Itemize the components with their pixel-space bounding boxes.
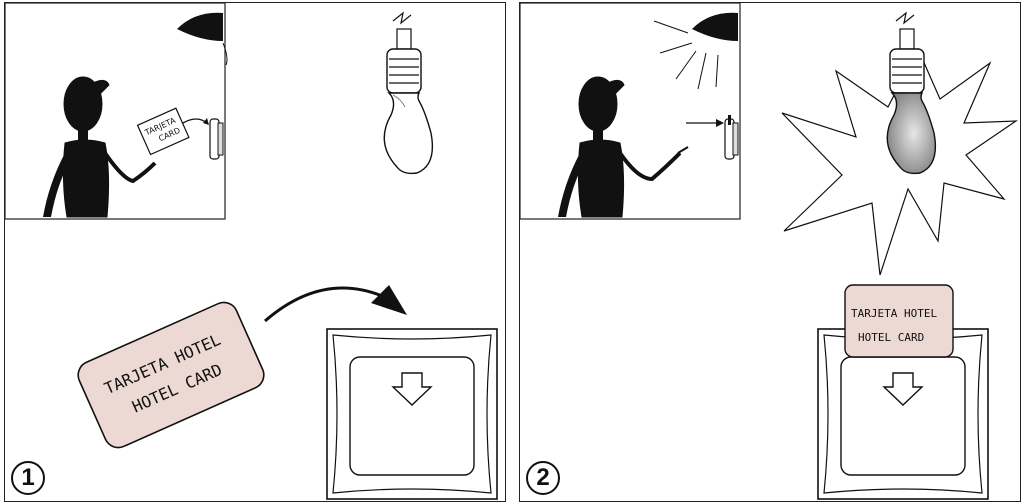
insert-curved-arrow xyxy=(264,285,407,323)
person-silhouette-icon xyxy=(558,76,689,218)
step-number-badge: 2 xyxy=(526,461,560,495)
small-curved-arrow xyxy=(182,118,208,124)
wall-lamp-icon xyxy=(177,12,228,66)
switch-side-icon xyxy=(724,115,739,160)
step-2-illustration: TARJETA HOTEL HOTEL CARD xyxy=(520,3,1019,500)
step-2-panel: TARJETA HOTEL HOTEL CARD 2 xyxy=(519,2,1021,502)
card-line2: HOTEL CARD xyxy=(858,331,924,344)
step-1-panel: TARJETA CARD TARJETA HOTEL HOTEL C xyxy=(4,2,506,502)
step-number-badge: 1 xyxy=(11,461,45,495)
wall-lamp-lit-icon xyxy=(653,12,738,90)
down-arrow-icon xyxy=(882,372,924,406)
inserted-hotel-card: TARJETA HOTEL HOTEL CARD xyxy=(844,284,954,358)
card-line1: TARJETA HOTEL xyxy=(851,307,937,320)
down-arrow-icon xyxy=(391,372,433,406)
light-bulb-on-icon xyxy=(886,11,937,175)
inset-scene-frame xyxy=(520,3,741,220)
switch-side-icon xyxy=(209,118,224,160)
step-1-illustration: TARJETA CARD TARJETA HOTEL HOTEL C xyxy=(5,3,498,500)
light-bulb-off-icon xyxy=(383,11,434,175)
card-switch-icon xyxy=(326,328,498,500)
person-silhouette-icon xyxy=(43,76,157,218)
held-card-icon: TARJETA CARD xyxy=(136,107,190,156)
hotel-card: TARJETA HOTEL HOTEL CARD xyxy=(77,301,265,449)
inset-scene-frame xyxy=(5,3,226,220)
card-switch-with-card-icon: TARJETA HOTEL HOTEL CARD xyxy=(817,284,989,500)
